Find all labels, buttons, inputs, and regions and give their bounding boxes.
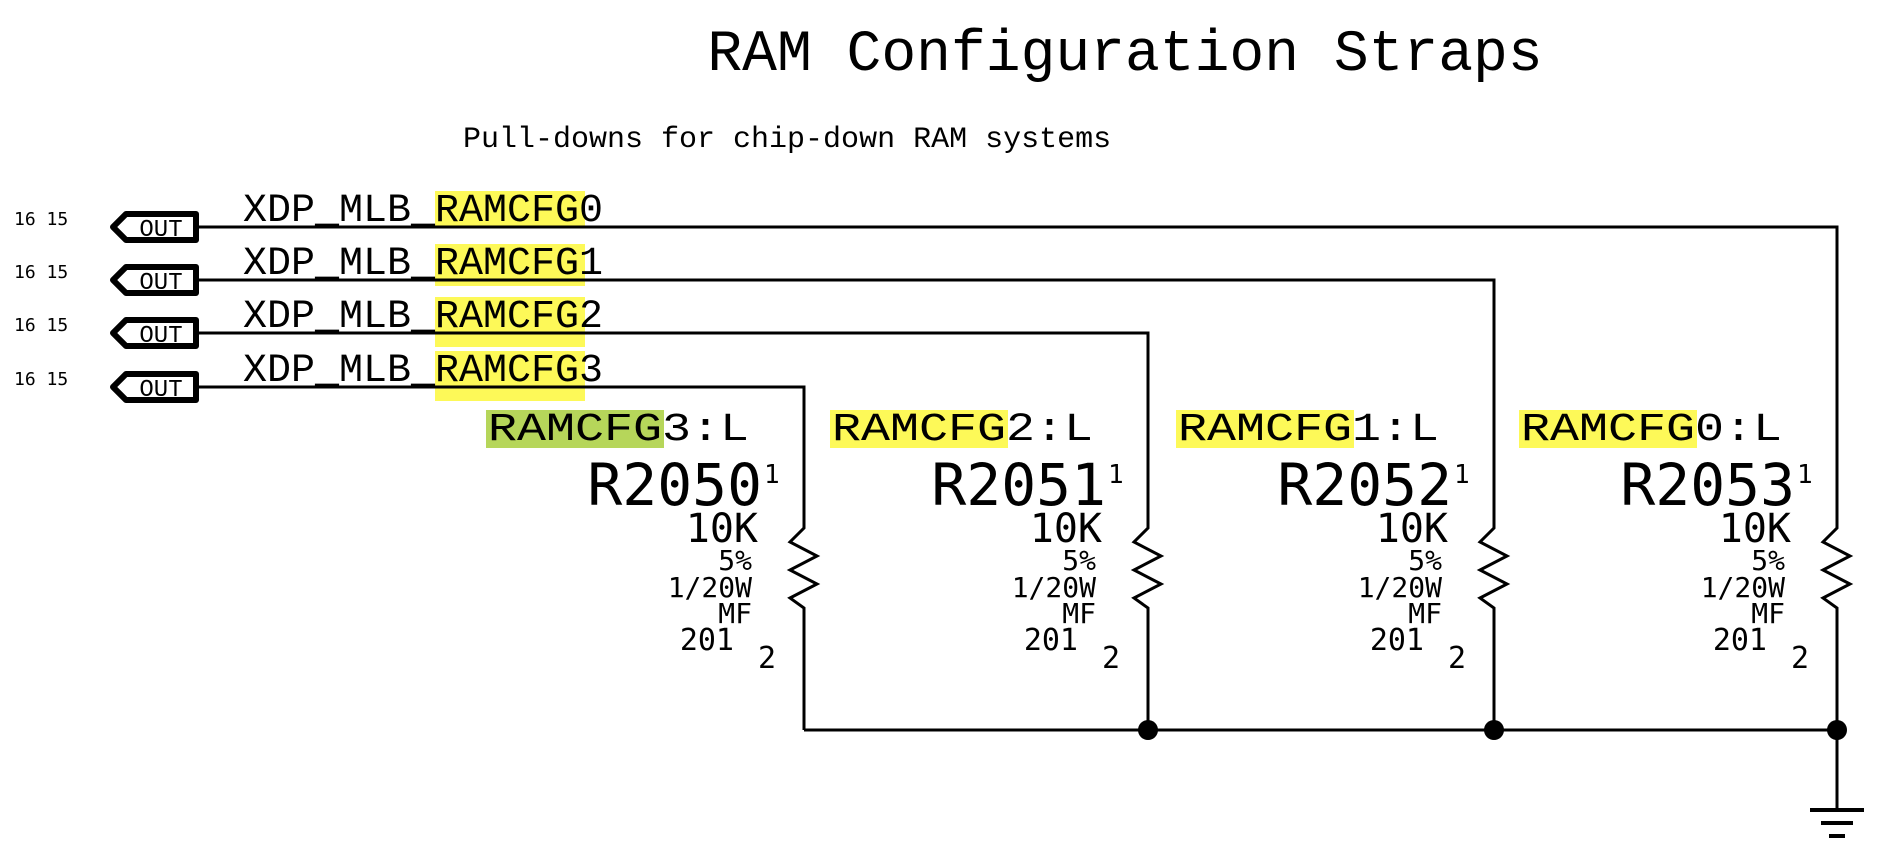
- port-flag-icon: [110, 211, 199, 243]
- strap-label: RAMCFG1:L: [1178, 408, 1439, 453]
- net-wire-1[interactable]: [196, 278, 1496, 520]
- strap-label: RAMCFG2:L: [832, 408, 1093, 453]
- ref-designator: R2053: [1620, 451, 1795, 519]
- resistor-symbol-icon: [1130, 520, 1165, 730]
- net-highlight: [435, 351, 585, 401]
- pin-2-label: 2: [1791, 641, 1809, 676]
- pin-2-label: 2: [1448, 641, 1466, 676]
- type-label: MF: [718, 597, 752, 630]
- value-label: 10K: [1376, 506, 1448, 552]
- pin-2-label: 2: [1102, 641, 1120, 676]
- package-label: 201: [1713, 623, 1767, 658]
- pin-numbers: 16 15: [14, 209, 68, 230]
- port-flag-icon: [110, 317, 199, 349]
- tolerance-label: 5%: [1408, 544, 1442, 577]
- page-subtitle: Pull-downs for chip-down RAM systems: [463, 123, 1111, 157]
- power-label: 1/20W: [668, 571, 752, 604]
- tolerance-label: 5%: [1751, 544, 1785, 577]
- strap-highlight: [1176, 410, 1354, 448]
- package-label: 201: [680, 623, 734, 658]
- strap-highlight: [830, 410, 1008, 448]
- resistor-symbol-icon: [786, 520, 821, 730]
- net-highlight: [435, 297, 585, 347]
- port-flag-icon: [110, 371, 199, 403]
- wires-layer: [196, 225, 1847, 740]
- pin-1-label: 1: [1454, 460, 1470, 490]
- power-label: 1/20W: [1358, 571, 1442, 604]
- type-label: MF: [1751, 597, 1785, 630]
- page-title: RAM Configuration Straps: [707, 23, 1542, 88]
- value-label: 10K: [686, 506, 758, 552]
- pin-1-label: 1: [764, 460, 780, 490]
- power-label: 1/20W: [1701, 571, 1785, 604]
- ground-icon: [1810, 730, 1864, 838]
- port-direction-label: OUT: [139, 323, 182, 350]
- pin-numbers: 16 15: [14, 262, 68, 283]
- ref-designator: R2051: [931, 451, 1106, 519]
- tolerance-label: 5%: [718, 544, 752, 577]
- power-label: 1/20W: [1012, 571, 1096, 604]
- strap-highlight: [486, 410, 664, 448]
- net-wire-2[interactable]: [196, 331, 1150, 520]
- port-direction-label: OUT: [139, 217, 182, 244]
- value-label: 10K: [1030, 506, 1102, 552]
- strap-label: RAMCFG3:L: [488, 408, 749, 453]
- net-wire-0[interactable]: [196, 225, 1839, 520]
- port-flag-icon: [110, 264, 199, 296]
- pin-numbers: 16 15: [14, 315, 68, 336]
- port-direction-label: OUT: [139, 377, 182, 404]
- package-label: 201: [1370, 623, 1424, 658]
- package-label: 201: [1024, 623, 1078, 658]
- type-label: MF: [1062, 597, 1096, 630]
- net-highlight: [435, 191, 585, 227]
- tolerance-label: 5%: [1062, 544, 1096, 577]
- ref-designator: R2052: [1277, 451, 1452, 519]
- pin-2-label: 2: [758, 641, 776, 676]
- ground-layer: [1810, 730, 1864, 838]
- resistor-symbol-icon: [1819, 520, 1854, 730]
- value-label: 10K: [1719, 506, 1791, 552]
- port-direction-label: OUT: [139, 270, 182, 297]
- pin-1-label: 1: [1797, 460, 1813, 490]
- pin-1-label: 1: [1108, 460, 1124, 490]
- resistor-symbol-icon: [1476, 520, 1511, 730]
- strap-highlight: [1519, 410, 1697, 448]
- type-label: MF: [1408, 597, 1442, 630]
- net-wire-3[interactable]: [196, 385, 806, 520]
- strap-label: RAMCFG0:L: [1521, 408, 1782, 453]
- pin-numbers: 16 15: [14, 369, 68, 390]
- ref-designator: R2050: [587, 451, 762, 519]
